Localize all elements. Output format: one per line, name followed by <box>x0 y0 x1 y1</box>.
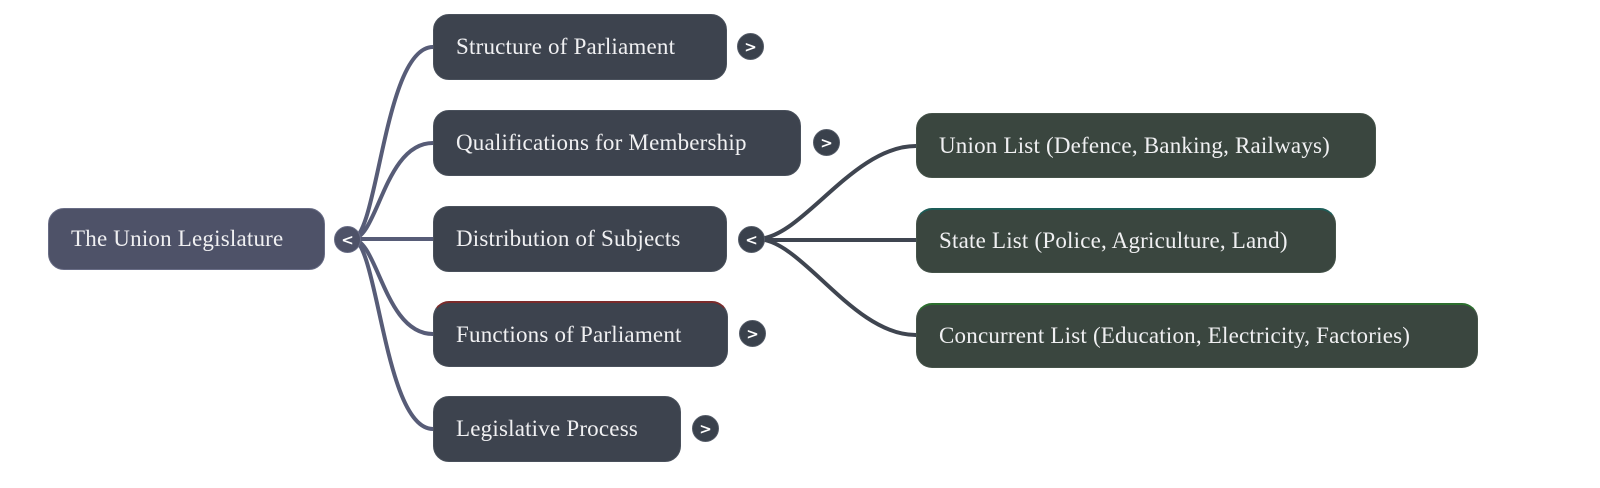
connector-distribution-concurrent-list <box>755 237 918 337</box>
node-label: Structure of Parliament <box>456 34 676 60</box>
node-label: Distribution of Subjects <box>456 226 681 252</box>
collapse-icon: < <box>745 230 758 249</box>
expand-toggle-legislative[interactable]: > <box>692 415 719 442</box>
expand-icon: > <box>699 419 712 438</box>
expand-icon: > <box>744 37 757 56</box>
connector-root-functions <box>350 237 435 336</box>
node-label: Legislative Process <box>456 416 639 442</box>
node-qualifications-for-membership[interactable]: Qualifications for Membership <box>433 110 801 176</box>
node-concurrent-list[interactable]: Concurrent List (Education, Electricity,… <box>916 303 1478 368</box>
collapse-toggle-root[interactable]: < <box>334 226 361 253</box>
expand-toggle-qualifications[interactable]: > <box>813 129 840 156</box>
node-legislative-process[interactable]: Legislative Process <box>433 396 681 462</box>
node-structure-of-parliament[interactable]: Structure of Parliament <box>433 14 727 80</box>
collapse-toggle-distribution[interactable]: < <box>738 226 765 253</box>
connector-root-qualifications <box>350 141 435 241</box>
connector-root-structure <box>350 45 435 241</box>
connector-root-legislative <box>350 237 435 431</box>
expand-toggle-structure[interactable]: > <box>737 33 764 60</box>
node-state-list[interactable]: State List (Police, Agriculture, Land) <box>916 208 1336 273</box>
node-label: Concurrent List (Education, Electricity,… <box>939 323 1411 349</box>
node-label: State List (Police, Agriculture, Land) <box>939 228 1288 254</box>
node-the-union-legislature[interactable]: The Union Legislature <box>48 208 325 270</box>
node-union-list[interactable]: Union List (Defence, Banking, Railways) <box>916 113 1376 178</box>
expand-toggle-functions[interactable]: > <box>739 320 766 347</box>
node-label: Qualifications for Membership <box>456 130 747 156</box>
node-functions-of-parliament[interactable]: Functions of Parliament <box>433 301 728 367</box>
node-label: Functions of Parliament <box>456 321 682 347</box>
node-label: Union List (Defence, Banking, Railways) <box>939 132 1331 158</box>
collapse-icon: < <box>341 230 354 249</box>
node-distribution-of-subjects[interactable]: Distribution of Subjects <box>433 206 727 272</box>
expand-icon: > <box>746 324 759 343</box>
expand-icon: > <box>820 133 833 152</box>
node-label: The Union Legislature <box>71 226 284 252</box>
